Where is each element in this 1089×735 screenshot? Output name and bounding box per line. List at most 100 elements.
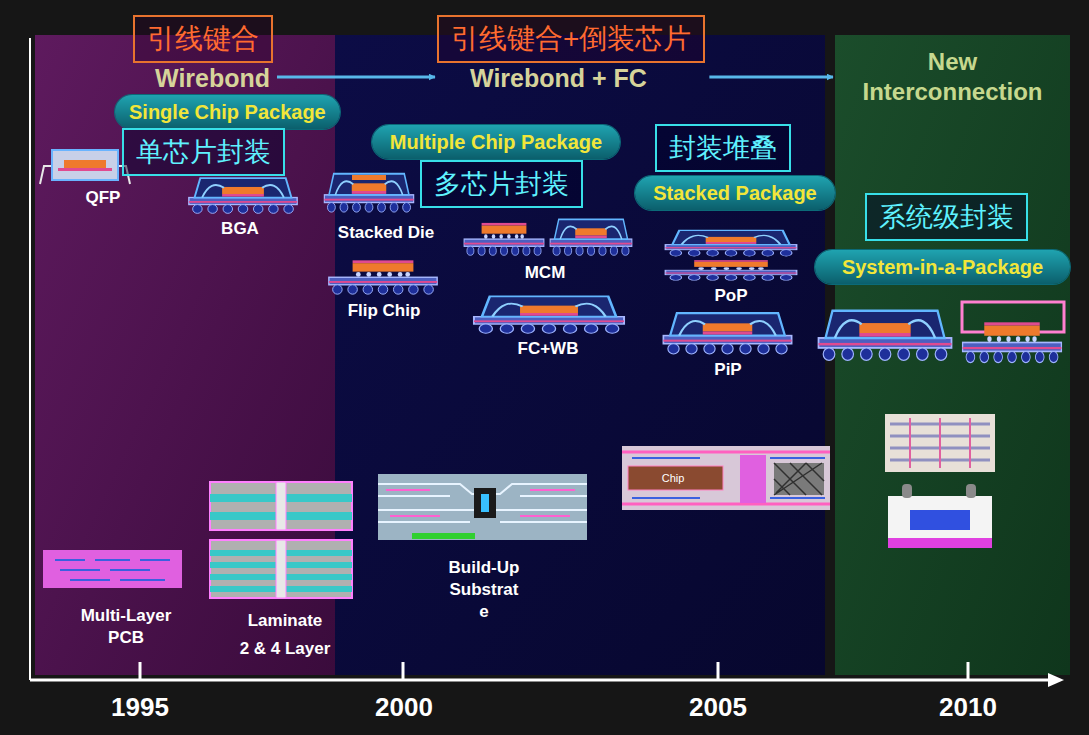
illustration-part bbox=[210, 482, 352, 530]
package-name: QFP bbox=[73, 187, 133, 209]
illustration-part bbox=[210, 540, 352, 598]
pop-package bbox=[665, 230, 796, 256]
mcm-package bbox=[550, 219, 632, 255]
illustration-part bbox=[58, 168, 112, 171]
illustration-part bbox=[30, 679, 1050, 682]
illustration-part bbox=[276, 540, 286, 598]
illustration-part bbox=[774, 463, 824, 495]
illustration-part bbox=[885, 414, 995, 472]
node-title: 系统级封装 bbox=[879, 199, 1014, 235]
category-pill: Stacked Package bbox=[635, 176, 835, 210]
illustration-part bbox=[52, 150, 118, 180]
pip-package bbox=[663, 313, 791, 354]
category-pill: Multiple Chip Package bbox=[372, 125, 620, 159]
illustration-part bbox=[378, 484, 587, 522]
node-title: Multiple Chip Package bbox=[386, 129, 606, 155]
package-name: PiP bbox=[698, 359, 758, 381]
illustration-part bbox=[910, 510, 970, 530]
new-interconnect-sample bbox=[888, 484, 992, 548]
flip-chip-package bbox=[329, 260, 437, 294]
node-title: 封装堆叠 bbox=[669, 130, 777, 166]
substrate-name: Multi-Layer PCB bbox=[69, 605, 184, 649]
laminate-substrate bbox=[210, 482, 352, 598]
substrate-name: Laminate bbox=[225, 610, 345, 632]
illustration-part bbox=[966, 484, 976, 498]
illustration-part bbox=[276, 482, 286, 530]
node-title: Single Chip Package bbox=[129, 99, 326, 125]
package-name: Stacked Die bbox=[321, 222, 451, 244]
illustration-part bbox=[888, 538, 992, 548]
node-title: 引线键合 bbox=[133, 15, 273, 63]
illustration-part bbox=[963, 322, 1062, 362]
node-title: 单芯片封装 bbox=[136, 134, 271, 170]
illustration-part bbox=[622, 452, 830, 504]
node-title: New Interconnection bbox=[835, 35, 1070, 107]
sip-package bbox=[819, 302, 1065, 363]
timeline-arrow bbox=[277, 76, 435, 79]
package-name: Flip Chip bbox=[329, 300, 439, 322]
illustration-part bbox=[740, 455, 766, 503]
mcm-package bbox=[464, 223, 544, 255]
illustration-part bbox=[412, 533, 475, 539]
illustration-part bbox=[378, 474, 587, 540]
illustration-part bbox=[481, 494, 489, 512]
package-name: BGA bbox=[210, 218, 270, 240]
illustration-part bbox=[628, 466, 723, 490]
illustration-part bbox=[902, 484, 912, 498]
category-pill: System-in-a-Package bbox=[815, 250, 1070, 284]
chinese-label-box: 系统级封装 bbox=[865, 193, 1028, 241]
qfp-package bbox=[40, 150, 130, 184]
embedded-chip-substrate bbox=[622, 446, 830, 510]
node-title: System-in-a-Package bbox=[829, 254, 1056, 280]
node-subtitle: Wirebond + FC bbox=[470, 63, 705, 93]
illustration-part bbox=[55, 560, 170, 580]
part-label: Chip bbox=[651, 471, 695, 485]
illustration-part bbox=[474, 488, 496, 518]
category-pill: Single Chip Package bbox=[115, 95, 340, 129]
node-title: Stacked Package bbox=[649, 180, 821, 206]
year-label: 2000 bbox=[359, 692, 449, 722]
build-up-substrate bbox=[378, 474, 587, 540]
year-label: 1995 bbox=[95, 692, 185, 722]
package-name: MCM bbox=[510, 262, 580, 284]
time-axis bbox=[30, 38, 1064, 687]
illustration-part bbox=[819, 311, 952, 361]
illustration-part bbox=[139, 662, 142, 680]
era-heading: 引线键合Wirebond bbox=[133, 15, 273, 93]
year-label: 2005 bbox=[673, 692, 763, 722]
chinese-label-box: 多芯片封装 bbox=[420, 160, 583, 208]
new-interconnect-sample bbox=[885, 414, 995, 472]
chinese-label-box: 封装堆叠 bbox=[655, 124, 791, 172]
illustration-part bbox=[888, 496, 992, 538]
era-heading: 引线键合+倒装芯片Wirebond + FC bbox=[437, 15, 705, 93]
multilayer-pcb bbox=[43, 550, 182, 588]
package-name: FC+WB bbox=[508, 338, 588, 360]
illustration-part bbox=[43, 550, 182, 588]
package-name: PoP bbox=[701, 285, 761, 307]
illustration-part bbox=[335, 35, 825, 675]
illustration-part bbox=[967, 662, 970, 680]
illustration-part bbox=[324, 174, 413, 212]
node-subtitle: Wirebond bbox=[155, 63, 273, 93]
node-title: 多芯片封装 bbox=[434, 166, 569, 202]
illustration-part bbox=[352, 175, 386, 180]
illustration-part bbox=[29, 38, 31, 680]
illustration-part bbox=[622, 446, 830, 510]
year-label: 2010 bbox=[923, 692, 1013, 722]
era-panel: New Interconnection系统级封装System-in-a-Pack… bbox=[835, 35, 1070, 675]
illustration-part bbox=[402, 662, 405, 680]
timeline-arrow bbox=[709, 76, 833, 79]
substrate-name: 2 & 4 Layer bbox=[220, 638, 350, 660]
pop-package bbox=[665, 260, 796, 280]
node-title: 引线键合+倒装芯片 bbox=[437, 15, 705, 63]
illustration-part bbox=[1048, 673, 1064, 687]
chinese-label-box: 单芯片封装 bbox=[122, 128, 285, 176]
bga-package bbox=[189, 178, 297, 213]
substrate-name: Build-Up Substrat e bbox=[444, 557, 524, 623]
fc-wb-package bbox=[474, 296, 624, 333]
illustration-part bbox=[774, 463, 824, 495]
illustration-part bbox=[910, 418, 970, 468]
illustration-part bbox=[717, 662, 720, 680]
